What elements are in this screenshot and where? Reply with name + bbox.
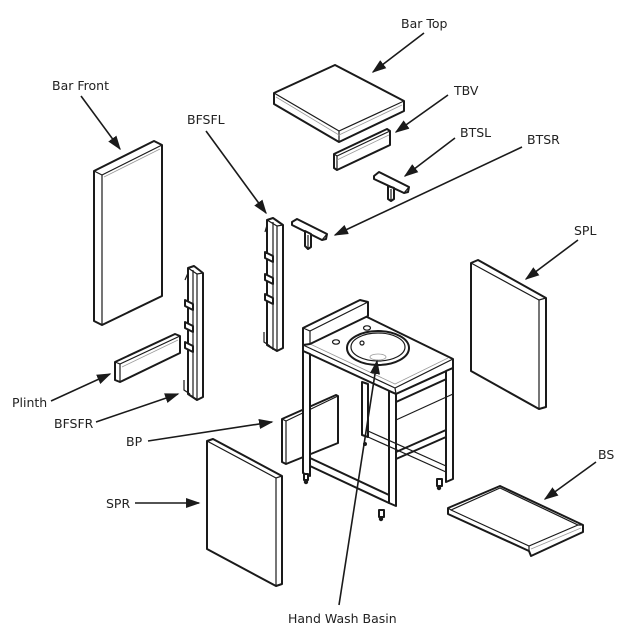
bfsfl-callout: BFSFL [187, 112, 267, 215]
spl-callout: SPL [524, 223, 596, 280]
hand-wash-basin-label: Hand Wash Basin [288, 611, 397, 626]
bfsfr-part [183, 265, 204, 401]
plinth-part [114, 333, 181, 383]
spr-label: SPR [106, 496, 130, 511]
spl-label: SPL [574, 223, 596, 238]
spr-callout: SPR [106, 496, 201, 511]
bfsfr-leader [95, 393, 180, 423]
spl-part [470, 259, 547, 410]
btsr-callout: BTSR [333, 132, 560, 236]
bs-callout: BS [543, 447, 614, 500]
bar-front-callout: Bar Front [52, 78, 121, 151]
btsr-part [291, 218, 328, 250]
btsr-label: BTSR [527, 132, 560, 147]
hand-wash-basin-part [302, 299, 454, 522]
plinth-leader [50, 373, 112, 402]
btsl-part [373, 171, 410, 202]
bs-label: BS [598, 447, 614, 462]
hand-wash-basin-leader [338, 359, 380, 606]
bp-leader [147, 418, 274, 442]
bfsfl-leader [205, 130, 267, 215]
bp-label: BP [126, 434, 143, 449]
bar-top-leader [371, 32, 425, 73]
plinth-label: Plinth [12, 395, 47, 410]
tbv-callout: TBV [394, 83, 479, 133]
bar-top-part [273, 64, 405, 143]
plinth-callout: Plinth [12, 373, 112, 410]
bp-callout: BP [126, 418, 274, 449]
bfsfl-part [263, 217, 284, 352]
bs-part [447, 485, 584, 557]
btsl-callout: BTSL [403, 125, 491, 177]
bs-leader [543, 461, 597, 500]
spl-leader [524, 239, 579, 280]
bfsfr-label: BFSFR [54, 416, 94, 431]
hand-wash-basin-callout: Hand Wash Basin [288, 359, 397, 626]
bar-front-part [93, 140, 163, 326]
bfsfl-label: BFSFL [187, 112, 225, 127]
tbv-part [333, 128, 391, 171]
spr-part [206, 438, 283, 587]
btsl-label: BTSL [460, 125, 491, 140]
tbv-label: TBV [453, 83, 479, 98]
bar-front-label: Bar Front [52, 78, 109, 93]
btsr-leader [333, 146, 523, 236]
bar-top-label: Bar Top [401, 16, 448, 31]
btsl-leader [403, 137, 456, 177]
bar-top-callout: Bar Top [371, 16, 448, 73]
bar-front-leader [80, 95, 121, 151]
bfsfr-callout: BFSFR [54, 393, 180, 431]
tbv-leader [394, 94, 449, 133]
